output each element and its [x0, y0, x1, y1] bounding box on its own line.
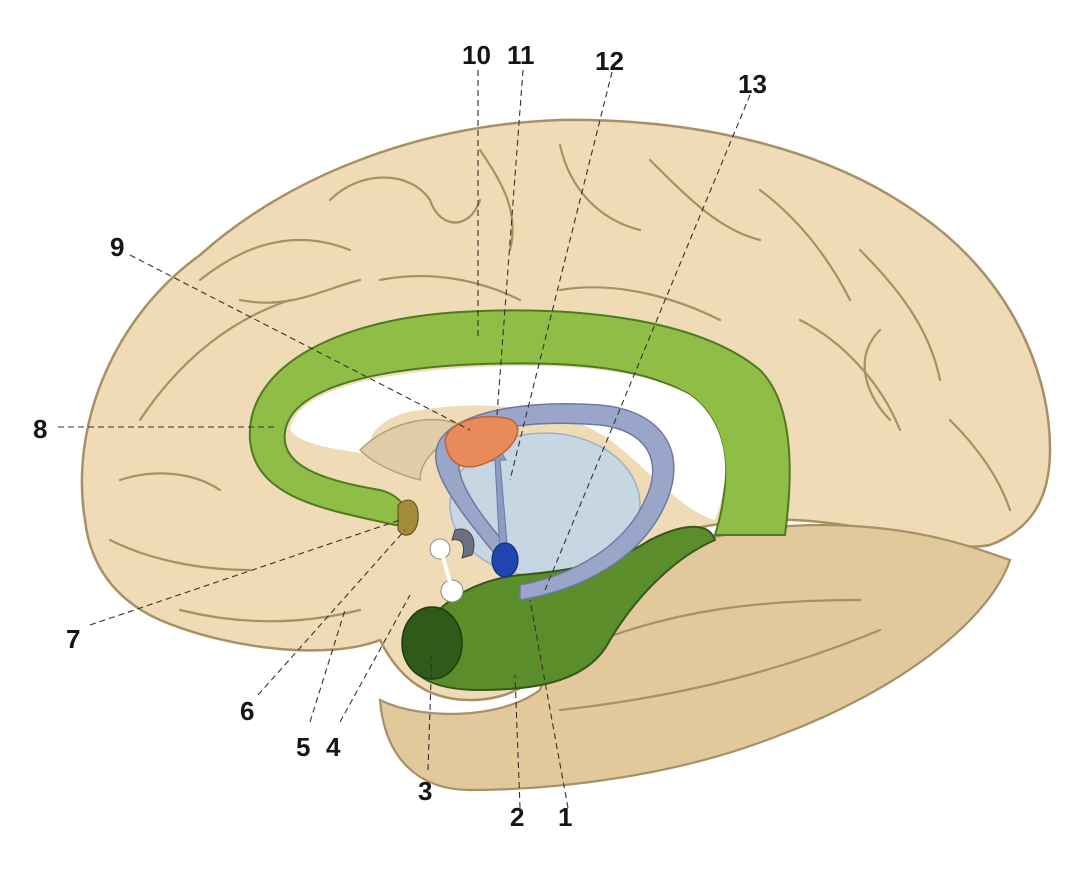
label-5: 5 — [296, 732, 310, 762]
label-13: 13 — [738, 69, 767, 99]
label-2: 2 — [510, 802, 524, 832]
label-1: 1 — [558, 802, 572, 832]
label-12: 12 — [595, 46, 624, 76]
label-7: 7 — [66, 624, 80, 654]
label-11: 11 — [507, 40, 535, 70]
label-6: 6 — [240, 696, 254, 726]
label-10: 10 — [462, 40, 491, 70]
amygdala — [402, 607, 462, 679]
mammillary-body — [492, 543, 518, 577]
label-3: 3 — [418, 776, 432, 806]
label-4: 4 — [326, 732, 341, 762]
label-9: 9 — [110, 232, 124, 262]
indusium-griseum — [398, 500, 418, 535]
label-8: 8 — [33, 414, 47, 444]
